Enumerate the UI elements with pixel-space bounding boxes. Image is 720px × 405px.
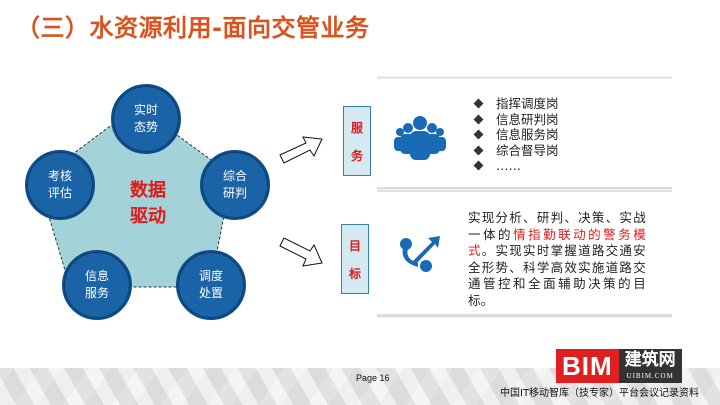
list-item: 信息研判岗 [472,112,559,128]
node-dispatch-handling: 调度 处置 [176,250,246,320]
diamond-bullet-icon [473,129,484,140]
highlighted-mode-text: 情指勤联动的警务模式 [468,226,647,259]
diamond-bullet-icon [473,98,484,109]
node-assessment: 考核 评估 [25,150,95,220]
arrow-down-right-icon [279,237,323,267]
center-label: 数据 驱动 [130,180,166,227]
diamond-bullet-icon [473,160,484,171]
list-item: 综合督导岗 [472,143,559,159]
footer-band [0,368,720,405]
goal-description: 实现分析、研判、决策、实战一体的情指勤联动的警务模式。实现实时掌握道路交通安全形… [468,210,647,308]
bim-watermark-logo: BIM 建筑网 UIBIM.COM [556,349,682,383]
people-group-icon [394,116,446,160]
footer-source-text: 中国IT移动智库（技专家）平台会议记录资料 [500,388,700,399]
arrow-up-right-icon [279,136,323,164]
node-realtime-situation: 实时 态势 [111,84,181,154]
list-item: 信息服务岗 [472,127,559,143]
service-roles-list: 指挥调度岗 信息研判岗 信息服务岗 综合督导岗 …… [472,96,559,174]
node-info-service: 信息 服务 [62,250,132,320]
page-number: Page 16 [356,373,390,383]
slide-title: （三）水资源利用-面向交管业务 [16,14,370,42]
list-item: 指挥调度岗 [472,96,559,112]
goal-tag: 目 标 [341,224,369,294]
diamond-bullet-icon [473,145,484,156]
connection-arrows-icon [400,236,440,272]
node-comprehensive-analysis: 综合 研判 [200,150,270,220]
bim-cn-block: 建筑网 UIBIM.COM [618,349,682,383]
list-item: …… [472,158,559,174]
data-driven-diagram: 实时 态势 综合 研判 调度 处置 信息 服务 考核 评估 数据 驱动 [0,0,280,340]
service-tag: 服 务 [343,106,371,176]
goal-panel [377,190,672,317]
diamond-bullet-icon [473,114,484,125]
